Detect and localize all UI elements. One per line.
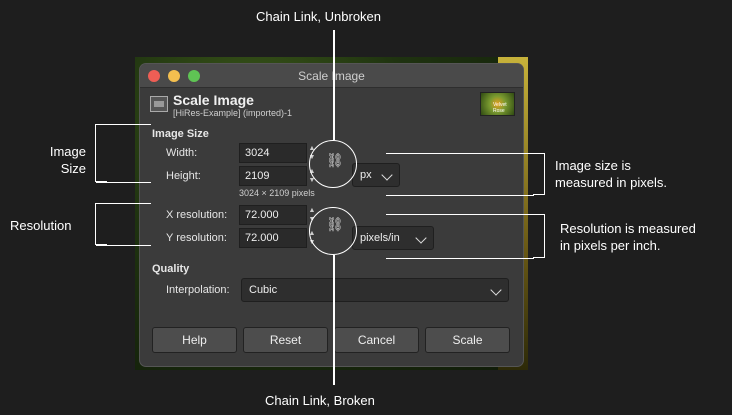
window-title: Scale Image bbox=[298, 69, 365, 83]
interpolation-value: Cubic bbox=[249, 284, 278, 296]
scale-image-dialog: Scale Image Scale Image [HiRes-Example] … bbox=[140, 64, 523, 366]
bracket-resolution bbox=[95, 203, 107, 245]
annotation-image-size-line2: Size bbox=[60, 161, 86, 176]
scale-image-icon bbox=[150, 96, 168, 112]
annotation-line-bottom bbox=[333, 255, 335, 385]
scale-button[interactable]: Scale bbox=[425, 327, 510, 353]
annotation-chain-unbroken: Chain Link, Unbroken bbox=[256, 9, 382, 24]
image-thumbnail: Velvet Rose bbox=[480, 92, 515, 116]
dialog-header: Scale Image [HiRes-Example] (imported)-1… bbox=[148, 92, 515, 120]
chevron-down-icon bbox=[490, 284, 502, 296]
close-window-button[interactable] bbox=[148, 70, 160, 82]
height-label: Height: bbox=[166, 170, 201, 182]
bracket-resolution-ppi-top bbox=[386, 214, 534, 215]
x-resolution-input[interactable]: 72.000 bbox=[239, 205, 307, 225]
annotation-circle-broken bbox=[309, 207, 357, 255]
annotation-resolution: Resolution bbox=[10, 218, 72, 233]
annotation-line-top bbox=[333, 30, 335, 140]
resolution-unit-dropdown[interactable]: pixels/in bbox=[352, 226, 434, 250]
interpolation-dropdown[interactable]: Cubic bbox=[241, 278, 509, 302]
quality-heading: Quality bbox=[152, 263, 190, 275]
bracket-resolution-bottom bbox=[96, 245, 151, 246]
minimize-window-button[interactable] bbox=[168, 70, 180, 82]
pixel-size-note: 3024 × 2109 pixels bbox=[239, 188, 315, 198]
bracket-size-pixels-bottom bbox=[386, 195, 534, 196]
height-input[interactable]: 2109 bbox=[239, 166, 307, 186]
chevron-down-icon bbox=[381, 169, 393, 181]
bracket-image-size bbox=[95, 124, 107, 182]
bracket-resolution-ppi bbox=[533, 214, 545, 258]
chevron-down-icon bbox=[415, 232, 427, 244]
bracket-image-size-top bbox=[96, 124, 151, 125]
y-resolution-input[interactable]: 72.000 bbox=[239, 228, 307, 248]
bracket-image-size-bottom bbox=[96, 182, 151, 183]
y-resolution-label: Y resolution: bbox=[166, 232, 227, 244]
annotation-circle-unbroken bbox=[309, 140, 357, 188]
image-name: [HiRes-Example] (imported)-1 bbox=[173, 108, 293, 118]
width-label: Width: bbox=[166, 147, 198, 159]
help-button[interactable]: Help bbox=[152, 327, 237, 353]
interpolation-label: Interpolation: bbox=[166, 284, 230, 296]
thumbnail-text: Velvet Rose bbox=[493, 102, 507, 114]
size-unit-dropdown[interactable]: px bbox=[352, 163, 400, 187]
image-size-heading: Image Size bbox=[152, 128, 209, 140]
annotation-resolution-ppi-line1: Resolution is measured bbox=[560, 221, 696, 236]
annotation-size-pixels-line1: Image size is bbox=[555, 158, 631, 173]
cancel-button[interactable]: Cancel bbox=[334, 327, 419, 353]
annotation-resolution-ppi: Resolution is measured in pixels per inc… bbox=[560, 220, 696, 254]
reset-button[interactable]: Reset bbox=[243, 327, 328, 353]
width-input[interactable]: 3024 bbox=[239, 143, 307, 163]
bracket-resolution-ppi-bottom bbox=[386, 258, 534, 259]
x-resolution-label: X resolution: bbox=[166, 209, 228, 221]
annotation-resolution-ppi-line2: in pixels per inch. bbox=[560, 238, 661, 253]
title-bar: Scale Image bbox=[140, 64, 523, 88]
bracket-size-pixels bbox=[533, 153, 545, 195]
annotation-image-size: Image Size bbox=[40, 143, 86, 177]
bracket-resolution-top bbox=[96, 203, 151, 204]
zoom-window-button[interactable] bbox=[188, 70, 200, 82]
size-unit-value: px bbox=[360, 169, 372, 181]
resolution-unit-value: pixels/in bbox=[360, 232, 400, 244]
dialog-title: Scale Image bbox=[173, 92, 254, 108]
annotation-image-size-line1: Image bbox=[49, 144, 86, 159]
annotation-chain-broken: Chain Link, Broken bbox=[265, 393, 375, 408]
bracket-size-pixels-top bbox=[386, 153, 534, 154]
annotation-size-pixels: Image size is measured in pixels. bbox=[555, 157, 667, 191]
annotation-size-pixels-line2: measured in pixels. bbox=[555, 175, 667, 190]
